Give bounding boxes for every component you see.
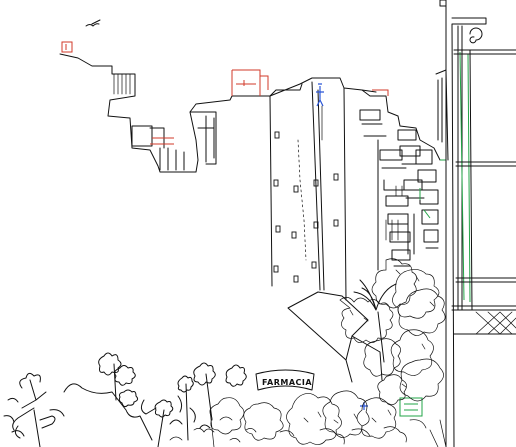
left-skyline [59,41,303,173]
bird [85,19,101,27]
climber-figure [316,83,324,141]
main-building [269,77,377,291]
flowers-left [3,352,257,447]
pharmacy-building [287,291,383,383]
foreground-building [439,0,516,447]
receding-buildings [343,69,449,301]
rooftop-water-tank [231,69,269,96]
pharmacy-sign: FARMACIA [255,369,315,391]
palm-tree [353,279,397,363]
foliage [209,258,446,445]
pharmacy-sign-text: FARMACIA [262,378,312,387]
ground-line [429,419,447,447]
green-shop-sign [360,397,423,417]
